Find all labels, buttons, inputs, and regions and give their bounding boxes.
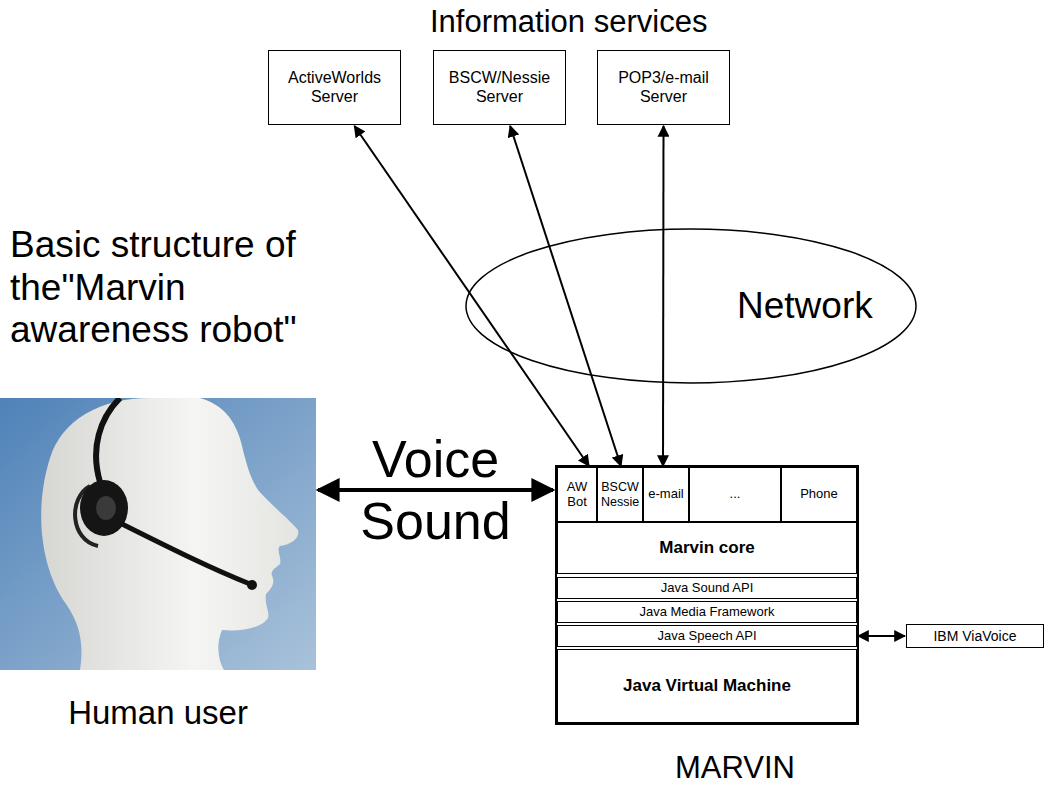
voice-arrow bbox=[318, 488, 553, 492]
module-label: Phone bbox=[800, 487, 838, 502]
system-caption: MARVIN bbox=[585, 750, 885, 786]
module-label: BSCW Nessie bbox=[601, 480, 639, 509]
ellipse-outline bbox=[466, 229, 916, 383]
engine-arrow bbox=[858, 635, 905, 637]
section-heading: Information services bbox=[430, 4, 730, 40]
module-cell: AW Bot bbox=[557, 467, 597, 522]
system-stack: MARVINAW BotBSCW Nessiee-mail...PhoneMar… bbox=[555, 465, 859, 725]
network-label: Network bbox=[737, 285, 873, 328]
service-arrow bbox=[510, 126, 621, 466]
headset-earpiece bbox=[80, 480, 128, 536]
module-cell: e-mail bbox=[643, 467, 689, 522]
core-layer: Marvin core bbox=[557, 522, 857, 574]
edge-label: Voice Sound bbox=[351, 428, 521, 553]
headset-band bbox=[96, 398, 120, 482]
mannequin-head bbox=[41, 398, 298, 670]
user-illustration bbox=[0, 398, 316, 670]
module-label: AW Bot bbox=[561, 480, 593, 510]
module-cell: Phone bbox=[781, 467, 857, 522]
engine-box: IBM ViaVoice bbox=[906, 624, 1044, 648]
server-label: ActiveWorlds Server bbox=[272, 69, 397, 106]
vm-layer: Java Virtual Machine bbox=[557, 649, 857, 723]
layer-label: Java Sound API bbox=[661, 581, 754, 596]
photo-background bbox=[0, 398, 316, 670]
earpiece-center bbox=[96, 496, 116, 520]
microphone-boom bbox=[122, 524, 250, 584]
network-cloud: Network bbox=[465, 228, 917, 384]
server-box: POP3/e-mail Server bbox=[597, 50, 730, 125]
diagram-title: Basic structure of the"Marvin awareness … bbox=[10, 224, 306, 352]
api-layer: Java Media Framework bbox=[557, 601, 857, 623]
api-layer: Java Speech API bbox=[557, 625, 857, 647]
layer-label: Java Speech API bbox=[657, 629, 756, 644]
module-cell: ... bbox=[689, 467, 781, 522]
server-box: BSCW/Nessie Server bbox=[433, 50, 566, 125]
engine-label: IBM ViaVoice bbox=[933, 628, 1016, 644]
module-cell: BSCW Nessie bbox=[597, 467, 643, 522]
server-box: ActiveWorlds Server bbox=[268, 50, 401, 125]
figure-caption: Human user bbox=[0, 694, 316, 732]
layer-label: Marvin core bbox=[659, 538, 754, 558]
label-holder: Information services bbox=[430, 4, 730, 40]
server-label: POP3/e-mail Server bbox=[601, 69, 726, 106]
edge-label-holder: Voice Sound bbox=[351, 428, 521, 553]
layer-label: Java Virtual Machine bbox=[623, 676, 791, 696]
module-label: e-mail bbox=[648, 487, 683, 502]
api-layer: Java Sound API bbox=[557, 577, 857, 599]
microphone-tip bbox=[247, 580, 257, 590]
server-label: BSCW/Nessie Server bbox=[437, 69, 562, 106]
title-holder: Basic structure of the"Marvin awareness … bbox=[10, 224, 306, 352]
service-arrow bbox=[354, 126, 589, 466]
module-label: ... bbox=[730, 487, 741, 502]
user-figure: Human user bbox=[0, 398, 316, 670]
service-arrow bbox=[662, 126, 664, 466]
layer-label: Java Media Framework bbox=[639, 605, 774, 620]
